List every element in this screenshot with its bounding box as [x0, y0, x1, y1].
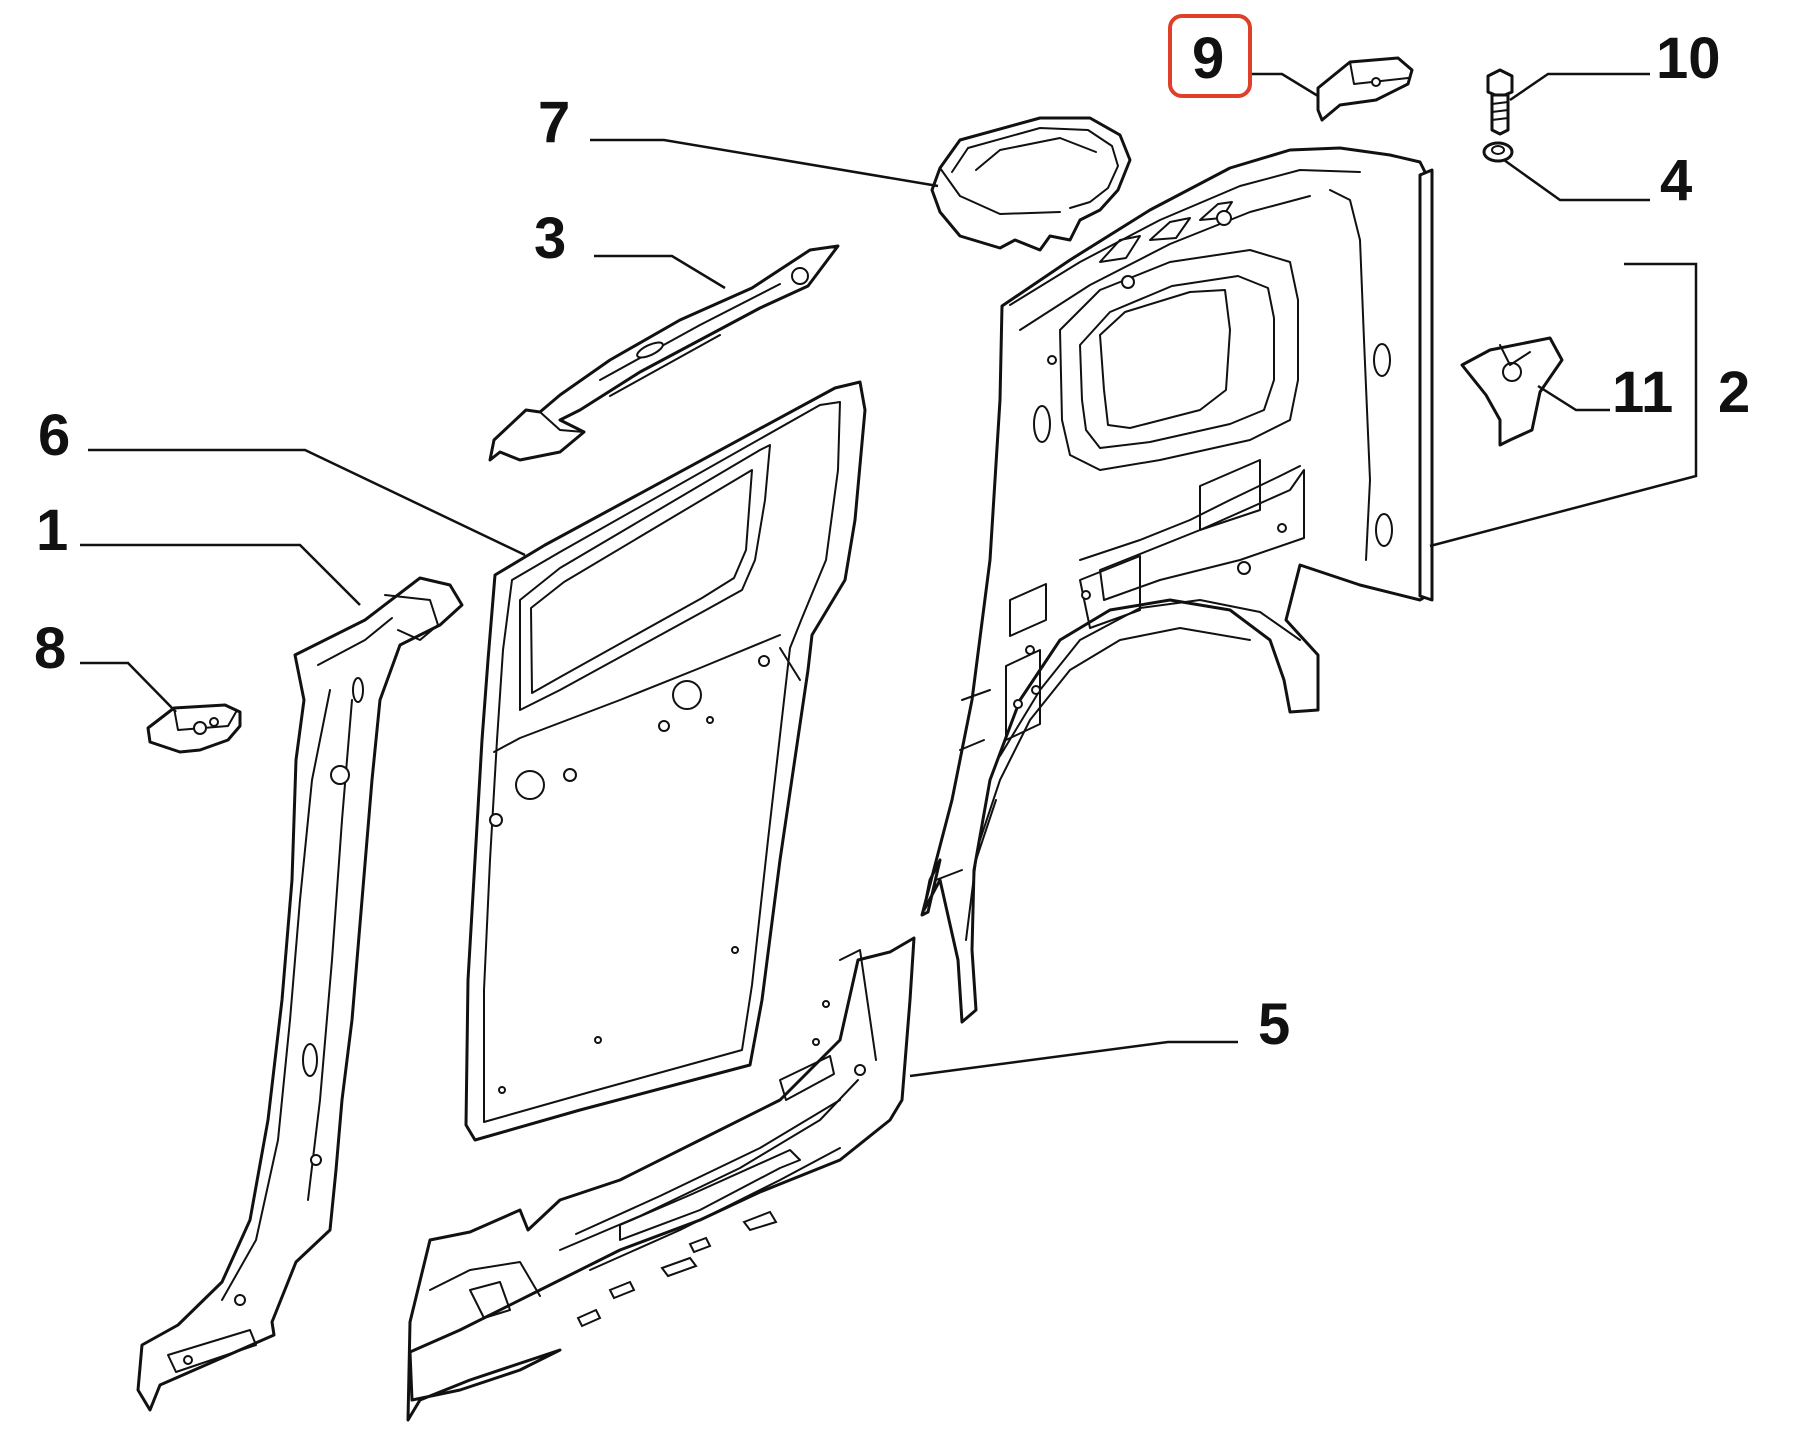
leader-2	[1429, 262, 1698, 548]
callout-9[interactable]: 9	[1192, 26, 1224, 91]
part-8-bracket[interactable]	[146, 703, 242, 754]
part-11-gusset[interactable]	[1460, 336, 1564, 447]
leader-8	[80, 661, 177, 713]
callout-1[interactable]: 1	[36, 498, 68, 563]
part-5-sill-panel[interactable]	[406, 936, 916, 1422]
part-9-bracket[interactable]	[1316, 56, 1414, 122]
leader-3	[594, 254, 726, 290]
leader-7	[590, 138, 939, 188]
leader-11	[1537, 384, 1610, 412]
highlight-box-9	[1168, 14, 1252, 98]
part-4-nut[interactable]	[1482, 141, 1514, 163]
callout-4[interactable]: 4	[1660, 148, 1692, 213]
part-7-wheel-arch-cover[interactable]	[930, 116, 1132, 252]
callout-6[interactable]: 6	[38, 403, 70, 468]
callout-10[interactable]: 10	[1656, 26, 1721, 91]
callout-8[interactable]: 8	[34, 616, 66, 681]
leader-9	[1250, 72, 1319, 98]
leader-4	[1503, 158, 1650, 202]
part-2-side-inner-panel[interactable]	[920, 146, 1434, 1024]
leader-10	[1509, 72, 1650, 102]
callout-5[interactable]: 5	[1258, 992, 1290, 1057]
callout-2[interactable]: 2	[1718, 360, 1750, 425]
callout-3[interactable]: 3	[534, 206, 566, 271]
part-10-bolt[interactable]	[1486, 68, 1514, 136]
part-1-b-pillar[interactable]	[136, 576, 464, 1412]
leader-5	[909, 1040, 1238, 1078]
leader-6	[88, 448, 526, 557]
leader-1	[80, 543, 361, 606]
callout-11[interactable]: 11	[1612, 360, 1673, 425]
part-3-roof-rail[interactable]	[488, 244, 840, 462]
callout-7[interactable]: 7	[538, 90, 570, 155]
part-6-door-frame[interactable]	[464, 380, 867, 1142]
